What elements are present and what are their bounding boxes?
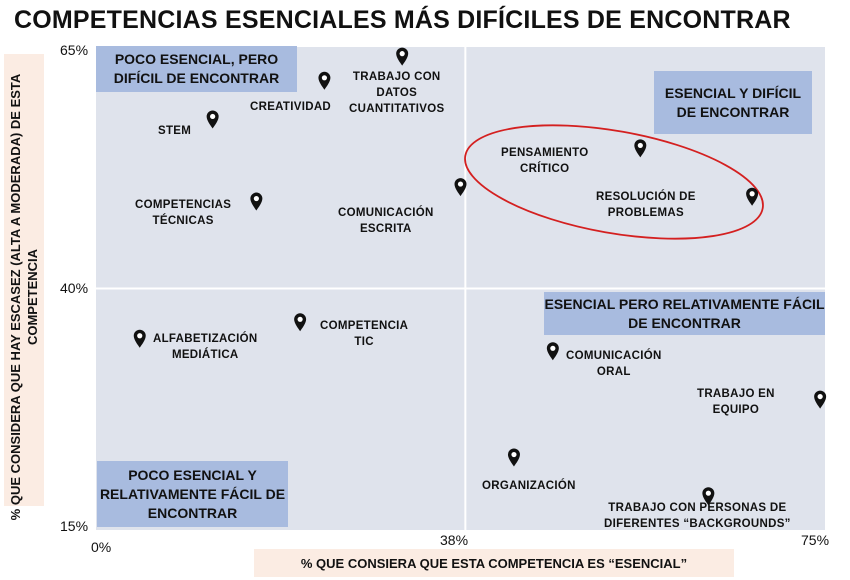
map-pin-icon [634,139,647,158]
point-label: TRABAJO EN EQUIPO [697,388,775,416]
x-axis-label: % QUE CONSIERA QUE ESTA COMPETENCIA ES “… [300,555,688,571]
chart-title: COMPETENCIAS ESENCIALES MÁS DIFÍCILES DE… [14,6,791,34]
map-pin-icon [702,487,715,506]
data-point [746,187,759,206]
data-point [250,192,263,211]
highlight-ellipse [464,124,764,240]
data-point [294,313,307,332]
x-tick-label-left: 0% [91,539,112,555]
pin-hole [817,393,823,400]
pin-hole [399,51,405,57]
pin-markers [133,47,827,506]
data-point [507,448,520,467]
y-axis-label-background [4,54,44,506]
pin-hole [297,316,303,322]
y-tick-label-top: 65% [60,42,89,58]
point-label: TRABAJO CON DATOS CUANTITATIVOS [349,71,445,115]
map-pin-icon [250,192,263,211]
x-tick-label-right: 75% [801,532,830,548]
pin-hole [457,181,464,187]
map-pin-icon [396,47,409,66]
data-point [814,390,827,409]
data-point [702,487,715,506]
map-pin-icon [294,313,307,332]
point-label: COMUNICACIÓN ORAL [566,350,662,378]
pin-hole [321,75,328,81]
point-label: CREATIVIDAD [250,101,332,113]
map-pin-icon [133,329,146,348]
pin-hole [749,191,755,197]
x-axis-label-background: % QUE CONSIERA QUE ESTA COMPETENCIA ES “… [254,549,734,577]
map-pin-icon [546,342,559,361]
quadrant-label-top-right: ESENCIAL Y DIFÍCIL DE ENCONTRAR [654,71,812,134]
point-label: TRABAJO CON PERSONAS DE DIFERENTES “BACK… [604,502,791,530]
pin-hole [210,113,216,120]
pin-hole [137,333,143,339]
pin-hole [705,490,711,496]
map-pin-icon [454,178,467,197]
map-pin-icon [206,110,219,129]
point-label: COMPETENCIAS TÉCNICAS [135,199,232,227]
data-point [396,47,409,66]
data-point [206,110,219,129]
pin-hole [550,345,556,351]
pin-hole [511,451,517,458]
point-label: RESOLUCIÓN DE PROBLEMAS [596,191,696,219]
point-label: STEM [158,125,192,137]
data-point [318,71,331,90]
quadrant-label-bottom-right: ESENCIAL PERO RELATIVAMENTE FÁCIL DE ENC… [544,292,825,335]
pin-hole [637,142,643,149]
quadrant-label-top-left: POCO ESENCIAL, PERO DIFÍCIL DE ENCONTRAR [96,46,297,92]
y-tick-label-middle: 40% [60,280,89,296]
map-pin-icon [318,71,331,90]
data-point [634,139,647,158]
pin-hole [253,195,259,202]
map-pin-icon [814,390,827,409]
data-point [133,329,146,348]
data-point [546,342,559,361]
data-point [454,178,467,197]
x-tick-label-middle: 38% [440,532,469,548]
quadrant-label-bottom-left: POCO ESENCIAL Y RELATIVAMENTE FÁCIL DE E… [97,461,288,527]
map-pin-icon [507,448,520,467]
point-label: ORGANIZACIÓN [482,480,576,492]
y-tick-label-bottom: 15% [60,518,89,534]
point-label: ALFABETIZACIÓN MEDIÁTICA [153,333,258,361]
map-pin-icon [746,187,759,206]
point-label: COMPETENCIA TIC [320,320,409,348]
point-label: COMUNICACIÓN ESCRITA [338,207,434,235]
point-label: PENSAMIENTO CRÍTICO [501,147,589,175]
